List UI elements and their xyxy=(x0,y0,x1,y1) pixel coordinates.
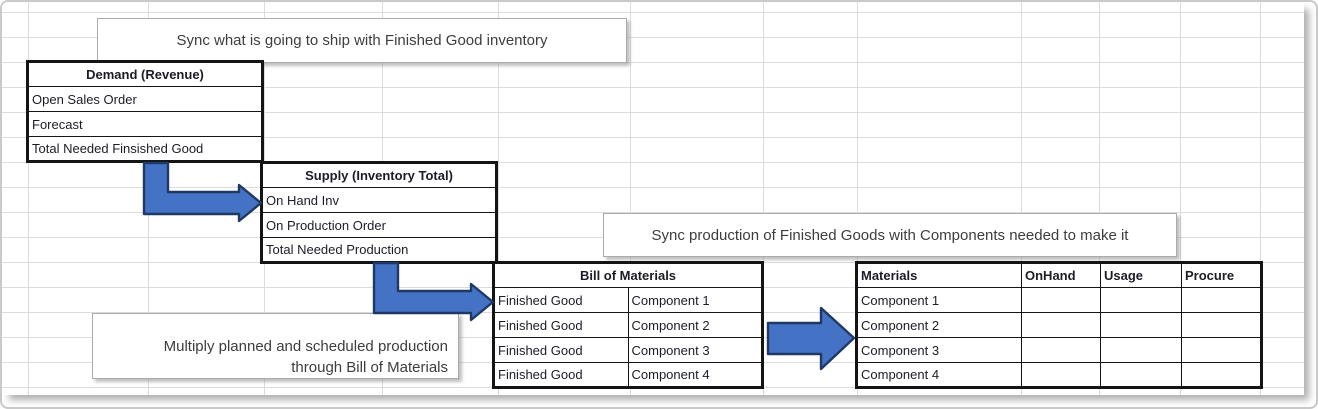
materials-cell[interactable] xyxy=(1021,287,1101,313)
materials-cell[interactable] xyxy=(1181,362,1262,388)
materials-cell[interactable]: Component 1 xyxy=(856,287,1022,313)
demand-table-title[interactable]: Demand (Revenue) xyxy=(27,61,263,87)
vertical-gridline xyxy=(763,2,764,395)
materials-cell[interactable] xyxy=(1100,312,1182,338)
vertical-gridline xyxy=(498,2,499,395)
vertical-gridline xyxy=(630,2,631,395)
materials-header-onhand[interactable]: OnHand xyxy=(1021,262,1101,288)
supply-row-total-needed-production[interactable]: Total Needed Production xyxy=(261,237,497,263)
bom-table-title[interactable]: Bill of Materials xyxy=(493,262,763,288)
callout-multiply-line2: through Bill of Materials xyxy=(291,359,448,376)
materials-header-usage[interactable]: Usage xyxy=(1100,262,1182,288)
materials-cell[interactable] xyxy=(1100,362,1182,388)
materials-table: Materials OnHand Usage Procure Component… xyxy=(855,261,1263,389)
materials-cell[interactable] xyxy=(1181,337,1262,363)
bom-cell[interactable]: Finished Good xyxy=(493,362,629,388)
bom-cell[interactable]: Finished Good xyxy=(493,287,629,313)
bom-cell[interactable]: Component 4 xyxy=(627,362,763,388)
callout-multiply-line1: Multiply planned and scheduled productio… xyxy=(163,338,448,355)
bom-cell[interactable]: Component 3 xyxy=(627,337,763,363)
callout-sync-production-text: Sync production of Finished Goods with C… xyxy=(651,226,1129,244)
vertical-gridline xyxy=(857,2,858,395)
materials-cell[interactable]: Component 4 xyxy=(856,362,1022,388)
materials-cell[interactable]: Component 3 xyxy=(856,337,1022,363)
vertical-gridline xyxy=(1021,2,1022,395)
materials-cell[interactable] xyxy=(1100,287,1182,313)
supply-row-on-hand-inv[interactable]: On Hand Inv xyxy=(261,187,497,213)
materials-header-materials[interactable]: Materials xyxy=(856,262,1022,288)
bom-cell[interactable]: Finished Good xyxy=(493,337,629,363)
callout-sync-ship[interactable]: Sync what is going to ship with Finished… xyxy=(97,18,627,63)
supply-table-title[interactable]: Supply (Inventory Total) xyxy=(261,162,497,188)
materials-cell[interactable] xyxy=(1021,362,1101,388)
bom-cell[interactable]: Component 1 xyxy=(627,287,763,313)
supply-row-on-production-order[interactable]: On Production Order xyxy=(261,212,497,238)
callout-sync-ship-text: Sync what is going to ship with Finished… xyxy=(176,32,548,49)
vertical-gridline xyxy=(1260,2,1261,395)
materials-cell[interactable] xyxy=(1100,337,1182,363)
callout-multiply[interactable]: Multiply planned and scheduled productio… xyxy=(92,313,459,379)
vertical-gridline xyxy=(28,2,29,395)
bill-of-materials-table: Bill of Materials Finished Good Componen… xyxy=(492,261,764,389)
materials-header-procure[interactable]: Procure xyxy=(1181,262,1262,288)
supply-table: Supply (Inventory Total) On Hand Inv On … xyxy=(260,161,498,264)
bom-cell[interactable]: Component 2 xyxy=(627,312,763,338)
bom-cell[interactable]: Finished Good xyxy=(493,312,629,338)
vertical-gridline xyxy=(1180,2,1181,395)
callout-sync-production[interactable]: Sync production of Finished Goods with C… xyxy=(603,213,1177,257)
vertical-gridline xyxy=(1099,2,1100,395)
materials-cell[interactable] xyxy=(1181,287,1262,313)
materials-cell[interactable]: Component 2 xyxy=(856,312,1022,338)
materials-cell[interactable] xyxy=(1021,337,1101,363)
demand-row-open-sales-order[interactable]: Open Sales Order xyxy=(27,86,263,112)
materials-cell[interactable] xyxy=(1181,312,1262,338)
materials-cell[interactable] xyxy=(1021,312,1101,338)
demand-row-total-needed[interactable]: Total Needed Finsished Good xyxy=(27,136,263,162)
demand-table: Demand (Revenue) Open Sales Order Foreca… xyxy=(26,60,264,163)
demand-row-forecast[interactable]: Forecast xyxy=(27,111,263,137)
